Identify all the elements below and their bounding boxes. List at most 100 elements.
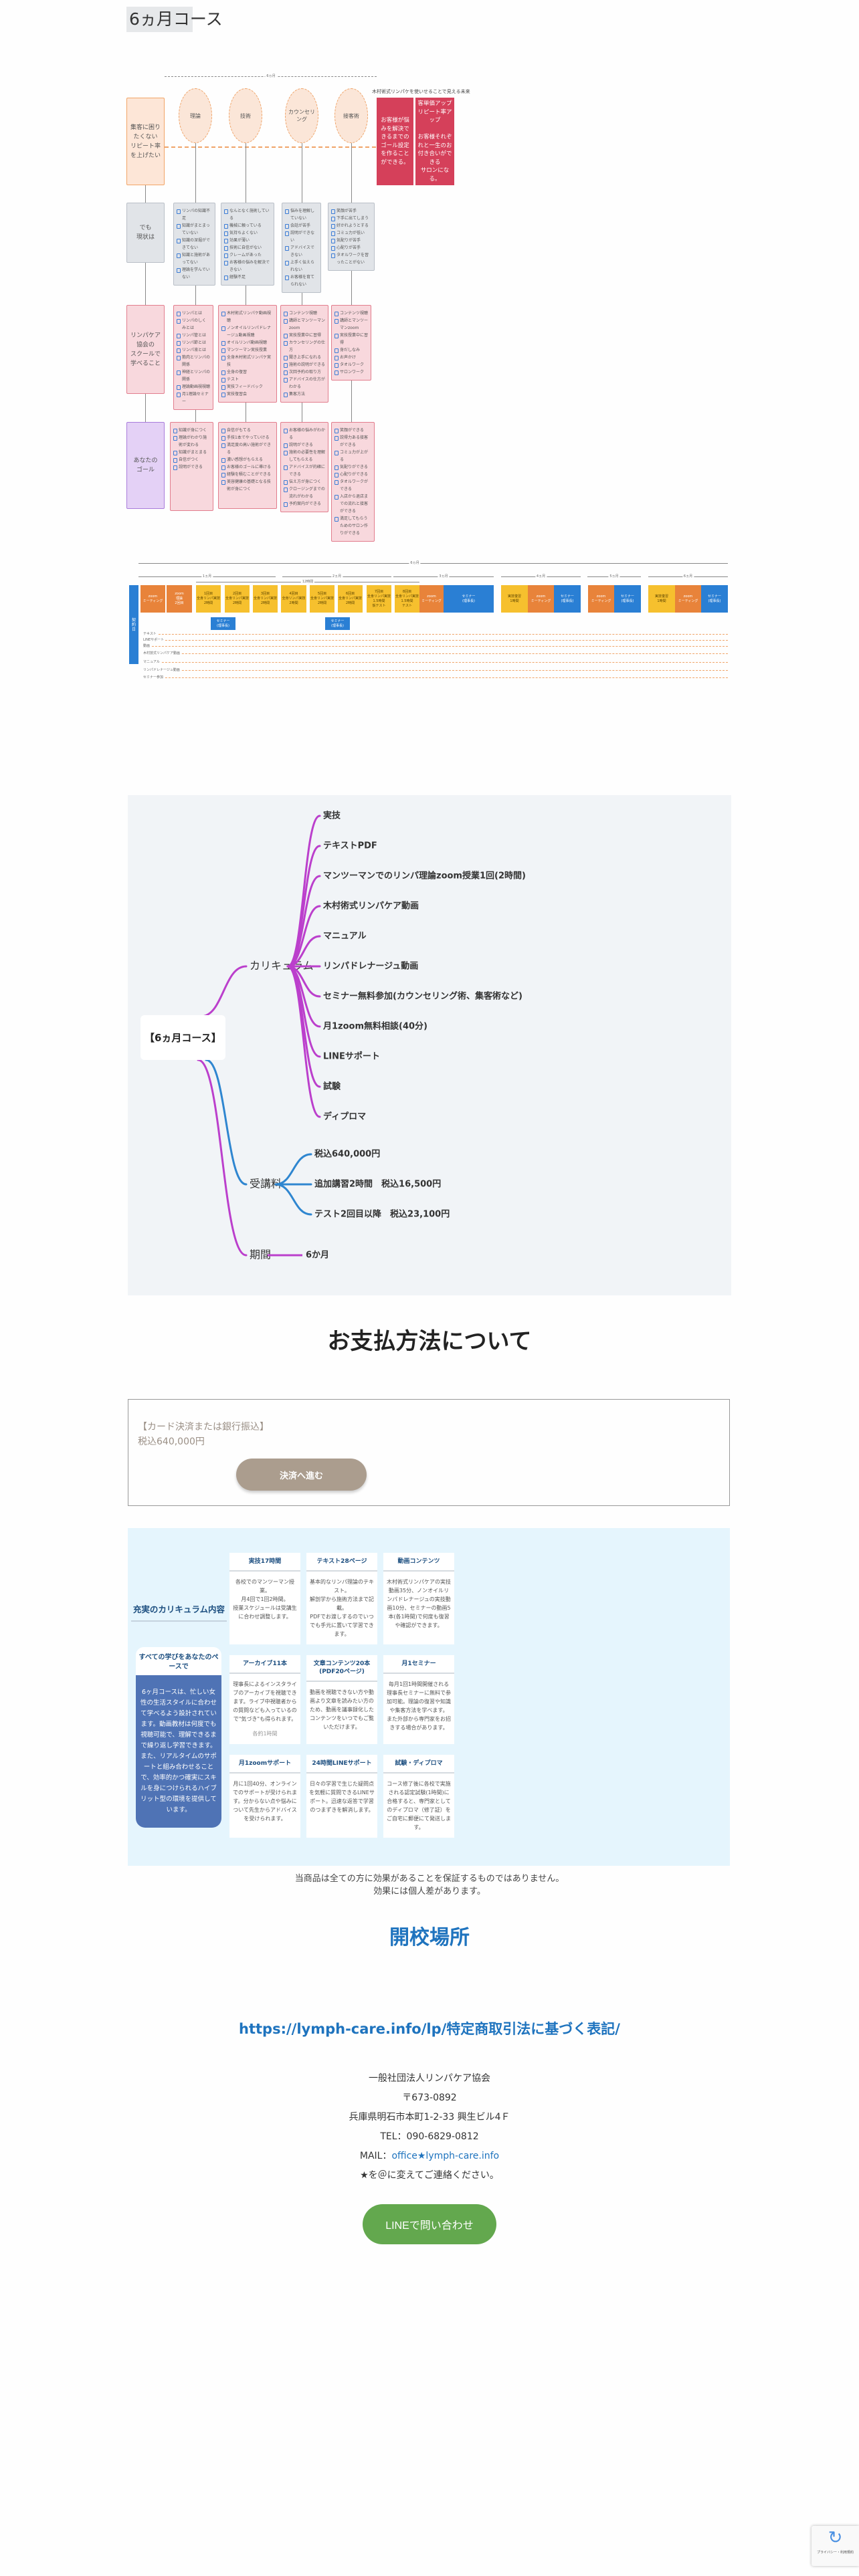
problems-box: 悩みを理解していない会話が苦手説明ができないアドバイスできない上手く伝えられない… <box>282 203 321 293</box>
location-heading: 開校場所 <box>389 1926 470 1949</box>
track-line <box>142 640 728 641</box>
payment-method: 【カード決済または銀行振込】 <box>138 1422 269 1432</box>
email-link[interactable]: office★lymph-care.info <box>391 2151 500 2161</box>
problems-box: リンパの知識不足知識がまとまっていない知識の深堀ができてない知識と施術があってな… <box>173 203 215 286</box>
schedule-block: zoom ミーティング <box>419 585 444 613</box>
checklist-item: 技術に自信がない <box>224 244 271 251</box>
schedule-block: zoom 理論 2回目 <box>167 585 192 613</box>
checklist-item: 下手に出てしまう <box>331 215 371 222</box>
curriculum-card: 月1セミナー毎月1回1時間開催される理事長セミナーに無料で参加可能。理論の復習や… <box>383 1655 454 1744</box>
checklist-item: アドバイスが的確にできる <box>284 463 325 478</box>
track-line <box>142 653 728 654</box>
contract-day-bar: 契 約 日 <box>129 585 138 664</box>
checklist-item: 濃い感想がもらえる <box>221 456 274 463</box>
checklist-item: リンパ液とは <box>177 346 210 354</box>
checklist-item: 好かれようとする <box>331 222 371 229</box>
connector-line <box>195 410 196 422</box>
line-contact-button[interactable]: LINEで問い合わせ <box>363 2204 496 2244</box>
checklist-item: 悩みを理解していない <box>285 207 318 222</box>
checklist-item: 次回予約の取り方 <box>284 368 325 376</box>
commerce-law-link[interactable]: https://lymph-care.info/lp/特定商取引法に基づく表記/ <box>239 2021 620 2037</box>
checklist-item: テスト <box>221 376 274 383</box>
checklist-item: 知識が身につく <box>173 427 210 434</box>
checklist-item: 理論動画視視聴 <box>177 383 210 391</box>
school-box: リンパケア協会の スクールで 学べること <box>126 305 165 394</box>
card-note: 各約1時間 <box>252 1731 278 1737</box>
goals-box: 笑顔ができる説得力ある接客ができるコミュ力が上がる気配りができる心配りができるタ… <box>331 422 375 542</box>
checklist-item: リンパとは <box>177 310 210 317</box>
journey-arrow <box>165 146 376 148</box>
schedule-block: 4回目 全身リンパ実技 2時間 <box>281 585 306 613</box>
checklist-item: 心配りができる <box>335 471 371 478</box>
leaf-connector <box>286 905 321 968</box>
checklist-item: お客様の悩みを解決できない <box>224 259 271 274</box>
mindmap-root: 【6ヵ月コース】 <box>140 1015 225 1060</box>
checklist-item: 説明ができない <box>285 229 318 244</box>
future-box: 客単価アップ リピート率アップ お客様それぞれと一生のお付き合いができる サロン… <box>415 98 454 185</box>
track-line <box>142 634 728 635</box>
org-name: 一般社団法人リンパケア協会 <box>369 2073 490 2084</box>
total-period-label: 6ヵ月 <box>409 561 421 565</box>
curriculum-card: 動画コンテンツ木村術式リンパケアの実技動画35分、ノンオイルリンパドレナージュの… <box>383 1553 454 1644</box>
goals-box: 自信がもてる手技1本でやっていける満足度の高い施術ができる濃い感想がもらえるお客… <box>218 422 277 509</box>
track-label: 木村技式リンパケア動画 <box>142 651 182 655</box>
checklist-item: お声かけ <box>335 354 368 361</box>
checklist-item: 経験不足 <box>224 274 271 281</box>
current-box: でも 現状は <box>126 203 165 263</box>
card-body: 理事長によるインスタライブのアーカイブを視聴できます。ライブ中視聴者からの質問な… <box>233 1681 297 1722</box>
connector-line <box>145 185 146 203</box>
card-body: 各校でのマンツーマン授業。 月4回で1回2時間。 授業スケジュールは受講生に合わ… <box>233 1579 297 1620</box>
schedule-block: 実技復習 1時間 <box>501 585 528 613</box>
schedule-block: 実技復習 1時間 <box>648 585 675 613</box>
checklist-item: アドバイスの仕方がわかる <box>284 376 325 391</box>
checklist-item: 聞き上手になれる <box>284 354 325 361</box>
checklist-item: 知識と施術があってない <box>177 251 212 266</box>
checklist-item: リンパの知識不足 <box>177 207 212 222</box>
checklist-item: お客様を育てられない <box>285 274 318 288</box>
mindmap-branch-label: 期間 <box>250 1249 271 1261</box>
schedule-block: 1回目 全身リンパ実技 2時間 <box>196 585 221 613</box>
checklist-item: 伝え方が身につく <box>284 478 325 486</box>
commerce-law-row: https://lymph-care.info/lp/特定商取引法に基づく表記/ <box>0 2018 859 2038</box>
recaptcha-badge[interactable]: ↻ プライバシー・利用規約 <box>812 2526 859 2566</box>
checklist-item: コンテンツ視聴 <box>284 310 325 317</box>
checklist-item: 施術の必要性を理解してもらえる <box>284 449 325 463</box>
checklist-item: 効果が薄い <box>224 237 271 244</box>
checklist-item: 全身木村術式リンパケ実技 <box>221 354 274 368</box>
track-line <box>142 662 728 663</box>
learn-box: 木村術式リンパケ動画視聴ノンオイルリンパドレナージュ動画視聴オイルリンパ動画視聴… <box>218 305 277 403</box>
card-title: 月1zoomサポート <box>229 1755 300 1774</box>
checklist-item: 講師とマンツーマンzoom <box>335 317 368 332</box>
card-body: コース修了後に各校で実施される認定試験(1時間)に合格すると、専門家としてのディ… <box>387 1781 451 1830</box>
mindmap-leaf: LINEサポート <box>323 1051 380 1062</box>
checklist-item: コミュ力が低い <box>331 229 371 237</box>
month-label: 4ヵ月 <box>535 574 547 578</box>
mindmap-leaf: ディプロマ <box>323 1111 366 1122</box>
checklist-item: 説得力ある接客ができる <box>335 434 371 449</box>
mindmap-connectors: カリキュラム受講料期間実技テキストPDFマンツーマンでのリンパ理論zoom授業1… <box>197 811 526 1261</box>
month-label: 1ヵ月 <box>201 574 213 578</box>
checklist-item: ノンオイルリンパドレナージュ動画視聴 <box>221 324 274 339</box>
card-body: 日々の学習で生じた疑問点を気軽に質問できるLINEサポート。迅速な返答で学習のつ… <box>309 1781 375 1813</box>
checklist-item: 自信がもてる <box>221 427 274 434</box>
track-label: マニュアル <box>142 660 161 664</box>
curriculum-card: テキスト28ページ基本的なリンパ理論のテキスト。 解剖学から施術方法まで記載。 … <box>306 1553 377 1644</box>
goals-box: お客様の悩みがわかる説明ができる施術の必要性を理解してもらえるアドバイスが的確に… <box>280 422 328 512</box>
checklist-item: 手技1本でやっていける <box>221 434 274 441</box>
recaptcha-icon: ↻ <box>828 2528 843 2548</box>
mindmap-branch-label: 受講料 <box>250 1178 282 1190</box>
schedule-block: 3回目 全身リンパ実技 2時間 <box>253 585 278 613</box>
checklist-item: コミュ力が上がる <box>335 449 371 463</box>
mindmap-panel <box>128 795 731 1295</box>
recaptcha-links[interactable]: プライバシー・利用規約 <box>817 2551 854 2555</box>
checkout-button[interactable]: 決済へ進む <box>236 1459 367 1491</box>
email-row: MAIL：office★lymph-care.info <box>0 2149 859 2162</box>
checklist-item: 実技復習会 <box>221 391 274 398</box>
checklist-item: 実技授業中に習得 <box>284 332 325 339</box>
checklist-item: 美容健康の基礎となる技術が身につく <box>221 478 274 493</box>
track-label: セミナー参加 <box>142 675 165 679</box>
schedule-block: セミナー (理事長) <box>554 585 581 613</box>
curriculum-card: 実技17時間各校でのマンツーマン授業。 月4回で1回2時間。 授業スケジュールは… <box>229 1553 300 1644</box>
card-title: 文章コンテンツ20本(PDF20ページ) <box>306 1655 377 1682</box>
